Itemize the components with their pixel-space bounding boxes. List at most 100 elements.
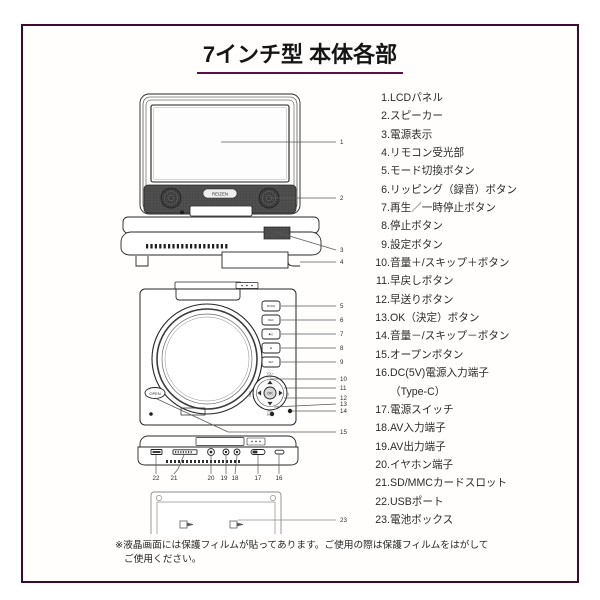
- list-item: 7.再生／一時停止ボタン: [368, 199, 568, 217]
- list-item: 17.電源スイッチ: [368, 401, 568, 419]
- item-number: 9.: [381, 238, 390, 251]
- list-item: 20.イヤホン端子: [368, 456, 568, 474]
- list-item: 14.音量－/スキップ－ボタン: [368, 327, 568, 345]
- page-title-wrapper: 7インチ型 本体各部: [23, 42, 577, 75]
- item-label: オープンボタン: [390, 348, 464, 361]
- svg-text:SKIP+: SKIP+: [266, 374, 274, 378]
- item-label: モード切換ボタン: [390, 165, 475, 178]
- list-item: 23.電池ボックス: [368, 511, 568, 529]
- page-title: 7インチ型 本体各部: [196, 42, 404, 75]
- svg-text:VOL-: VOL-: [267, 410, 273, 414]
- item-label: OK（決定）ボタン: [390, 312, 480, 325]
- item-number: 7.: [381, 202, 390, 215]
- callout-16: 16: [276, 475, 283, 482]
- item-number: 21.: [375, 477, 390, 490]
- callout-1: 1: [340, 139, 344, 146]
- item-number: 11.: [376, 275, 390, 288]
- item-number: 2.: [381, 110, 390, 123]
- callout-7: 7: [340, 331, 344, 338]
- item-label: USBポート: [390, 495, 444, 508]
- callout-8: 8: [340, 345, 344, 352]
- item-number: 20.: [375, 458, 390, 471]
- parts-list: 1.LCDパネル 2.スピーカー 3.電源表示 4.リモコン受光部 5.モード切…: [368, 89, 568, 529]
- item-label: SD/MMCカードスロット: [390, 477, 508, 490]
- footnote: ※液晶画面には保護フィルムが貼ってあります。ご使用の際は保護フィルムをはがして …: [115, 539, 535, 567]
- top-view-group: OPEN MODE REC ▶║ ■ SET: [139, 281, 347, 436]
- item-label: スピーカー: [390, 110, 443, 123]
- item-label: 電源表示: [390, 128, 433, 141]
- list-item: 4.リモコン受光部: [368, 144, 568, 162]
- svg-text:SKIP-: SKIP-: [267, 412, 274, 416]
- item-number: 12.: [375, 293, 390, 306]
- side-view-group: 22 21 20 19 18 17 16: [137, 435, 299, 482]
- battery-box-group: 23: [150, 491, 347, 534]
- item-label: LCDパネル: [390, 92, 443, 104]
- callout-18: 18: [232, 475, 239, 482]
- list-item: 21.SD/MMCカードスロット: [368, 474, 568, 492]
- item-label: AV入力端子: [390, 422, 446, 435]
- footnote-line-2: ご使用ください。: [124, 554, 202, 565]
- item-label: 早戻しボタン: [390, 275, 454, 288]
- callout-4: 4: [340, 259, 344, 266]
- list-item: 10.音量＋/スキップ＋ボタン: [368, 254, 568, 272]
- callout-13: 13: [340, 401, 347, 408]
- svg-text:REC: REC: [268, 318, 274, 322]
- list-item: 12.早送りボタン: [368, 291, 568, 309]
- item-number: 18.: [375, 422, 390, 435]
- item-label: 電池ボックス: [390, 513, 454, 526]
- list-item: 16.DC(5V)電源入力端子: [368, 364, 568, 382]
- item-number: 19.: [375, 440, 390, 453]
- list-item: 6.リッピング（録音）ボタン: [368, 181, 568, 199]
- callout-3: 3: [340, 247, 344, 254]
- list-item: 1.LCDパネル: [368, 89, 568, 107]
- item-label: 早送りボタン: [390, 293, 454, 306]
- callout-6: 6: [340, 317, 344, 324]
- svg-text:FF: FF: [286, 392, 290, 396]
- item-label: 音量－/スキップ－ボタン: [390, 330, 510, 343]
- list-item: 19.AV出力端子: [368, 438, 568, 456]
- svg-text:■: ■: [270, 346, 272, 350]
- item-number: 6.: [381, 183, 390, 196]
- item-label: 再生／一時停止ボタン: [390, 202, 496, 215]
- item-label: 音量＋/スキップ＋ボタン: [390, 257, 510, 270]
- callout-17: 17: [255, 475, 262, 482]
- svg-text:OK: OK: [267, 392, 273, 396]
- item-number: 14.: [375, 330, 390, 343]
- callout-14: 14: [340, 408, 347, 415]
- callout-23: 23: [340, 517, 347, 524]
- callout-21: 21: [171, 475, 178, 482]
- callout-22: 22: [153, 475, 160, 482]
- list-item: 2.スピーカー: [368, 107, 568, 125]
- callout-2: 2: [340, 195, 344, 202]
- callout-15: 15: [340, 429, 347, 436]
- item-number: 4.: [381, 147, 390, 160]
- callout-10: 10: [340, 376, 347, 383]
- svg-text:REIZEN: REIZEN: [212, 192, 228, 197]
- callout-11: 11: [340, 385, 347, 392]
- callout-19: 19: [221, 475, 228, 482]
- item-label: リモコン受光部: [390, 147, 465, 160]
- item-label: AV出力端子: [390, 440, 446, 453]
- item-number: 10.: [375, 257, 390, 270]
- item-number: 23.: [375, 513, 390, 526]
- item-number: 17.: [375, 403, 390, 416]
- front-view-group: REIZEN: [120, 93, 344, 269]
- item-number: 3.: [381, 128, 390, 141]
- item-number: 16.: [375, 367, 390, 380]
- svg-text:MODE: MODE: [267, 304, 276, 308]
- item-label: 停止ボタン: [390, 220, 443, 233]
- list-item: 3.電源表示: [368, 126, 568, 144]
- item-label: 電源スイッチ: [390, 403, 454, 416]
- item-number: 15.: [375, 348, 390, 361]
- list-item: 8.停止ボタン: [368, 217, 568, 235]
- list-item: 15.オープンボタン: [368, 346, 568, 364]
- list-item: 9.設定ボタン: [368, 236, 568, 254]
- item-number: 22.: [375, 495, 390, 508]
- item-number: 8.: [381, 220, 390, 233]
- callout-20: 20: [208, 475, 215, 482]
- item-label: イヤホン端子: [390, 458, 454, 471]
- item-number: 13.: [375, 312, 390, 325]
- svg-text:OPEN: OPEN: [149, 391, 160, 396]
- list-item: 13.OK（決定）ボタン: [368, 309, 568, 327]
- list-item: 18.AV入力端子: [368, 419, 568, 437]
